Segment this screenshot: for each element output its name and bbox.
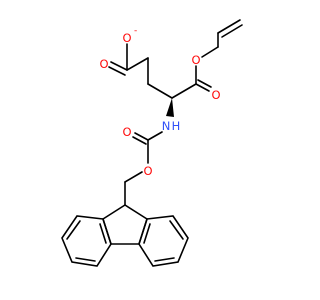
bond-ester-c-double-o-b bbox=[197, 79, 212, 88]
bond-carboxyl-to-ch2 bbox=[126, 57, 149, 71]
allyl-ester-group bbox=[171, 19, 243, 99]
atom-o-ester-single: O bbox=[191, 53, 200, 67]
bond-o-ch2 bbox=[124, 171, 143, 183]
left-ring-double-2 bbox=[75, 257, 96, 262]
fmoc-glutamate-allyl-ester-structure: O - O O O N H O O bbox=[61, 19, 243, 267]
atom-o-carbamate-single: O bbox=[143, 164, 152, 178]
bond-c-o-double-a bbox=[110, 61, 128, 71]
bond-allyl-double-a bbox=[217, 19, 241, 34]
stereo-wedge-bond bbox=[166, 98, 174, 117]
bond-carbamate-c-double-o-b bbox=[132, 136, 147, 145]
charge-label: - bbox=[134, 26, 137, 36]
bond-allyl-double-b bbox=[221, 24, 243, 38]
left-benzene-ring bbox=[61, 215, 112, 267]
fluorenyl-group bbox=[61, 204, 189, 267]
bond-carbamate-c-double-o-a bbox=[134, 132, 149, 141]
atom-o-carboxylate-top: O bbox=[122, 31, 131, 45]
atom-o-carboxylate-double: O bbox=[99, 57, 108, 71]
left-ring-double-3 bbox=[99, 223, 107, 244]
bond-c-o-double-b bbox=[108, 66, 126, 76]
right-ring-double-2 bbox=[154, 257, 175, 262]
carboxylate-group bbox=[108, 43, 149, 76]
left-ring-double-1 bbox=[66, 220, 81, 240]
bond-ester-c-double-o-a bbox=[195, 83, 210, 92]
right-ring-double-3 bbox=[143, 223, 151, 244]
glutamate-backbone bbox=[147, 57, 173, 99]
right-benzene-ring bbox=[138, 215, 189, 267]
atom-nitrogen-hydrogen: H bbox=[172, 119, 181, 133]
bond-o-allyl-ch2 bbox=[201, 46, 219, 58]
bond-c9-right bbox=[124, 204, 148, 220]
bond-c9-left bbox=[102, 204, 126, 220]
atom-o-ester-double: O bbox=[211, 88, 220, 102]
right-ring-double-1 bbox=[169, 220, 184, 240]
atom-nitrogen-h: N bbox=[162, 119, 171, 133]
bond-alpha-ester-carbon bbox=[171, 83, 197, 99]
bond-ch2-alpha bbox=[147, 83, 173, 99]
carbamate-group bbox=[124, 131, 163, 206]
bond-n-carbonyl bbox=[147, 131, 163, 141]
atom-o-carbamate-double: O bbox=[122, 125, 131, 139]
